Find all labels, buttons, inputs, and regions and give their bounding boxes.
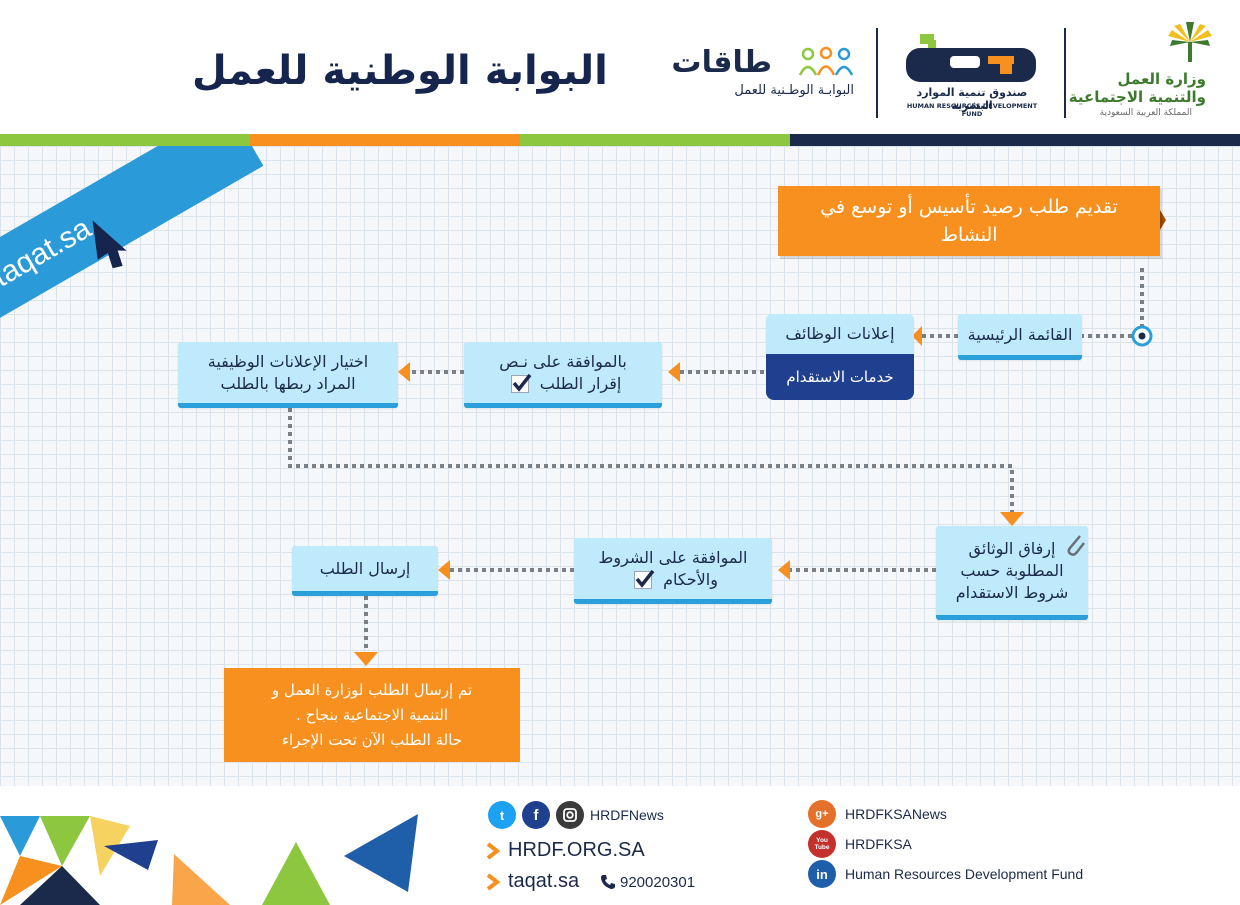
phone-number[interactable]: 920020301 bbox=[620, 874, 696, 891]
step-main-menu[interactable]: القائمة الرئيسية bbox=[958, 314, 1082, 360]
paperclip-icon bbox=[1067, 534, 1086, 556]
chevron-right-icon bbox=[486, 842, 500, 860]
flow-area: taqat.sa تقديم طلب رصيد تأسيس أو توسع في… bbox=[0, 146, 1240, 786]
checkbox-checked-icon bbox=[510, 373, 532, 393]
step-choose-line1: اختيار الإعلانات الوظيفية bbox=[207, 351, 369, 371]
start-node-icon bbox=[1131, 325, 1153, 347]
page-title: البوابة الوطنية للعمل bbox=[192, 48, 608, 94]
step-main-menu-label: القائمة الرئيسية bbox=[967, 324, 1073, 344]
step-recruitment-services[interactable]: خدمات الاستقدام bbox=[766, 354, 914, 400]
step-result-line1: تم إرسال الطلب لوزارة العمل و bbox=[271, 680, 473, 699]
taqat-logo: طاقات البوابـة الوطـنية للعمل bbox=[671, 45, 854, 105]
step-attach-line1: إرفاق الوثائق bbox=[968, 538, 1056, 558]
hrdf-logo-arabic: صندوق تنمية الموارد البشرية bbox=[916, 86, 1028, 112]
google-plus-icon[interactable]: g+ bbox=[808, 800, 836, 828]
step-send-label: إرسال الطلب bbox=[319, 558, 411, 578]
hrdf-logo-english: HUMAN RESOURCES DEVELOPMENT FUND bbox=[906, 102, 1038, 118]
flow-connectors bbox=[288, 210, 1166, 666]
linkedin-handle[interactable]: Human Resources Development Fund bbox=[845, 866, 1084, 882]
hrdf-logo: صندوق تنمية الموارد البشرية HUMAN RESOUR… bbox=[904, 34, 1044, 118]
youtube-icon[interactable]: You Tube bbox=[808, 830, 836, 858]
ministry-logo: وزارة العمل والتنمية الاجتماعية المملكة … bbox=[1069, 20, 1226, 124]
step-agree-terms[interactable]: الموافقة على الشروط والأحكام bbox=[574, 538, 772, 604]
step-job-ads-label: إعلانات الوظائف bbox=[785, 324, 895, 343]
social-handle[interactable]: HRDFNews bbox=[590, 807, 664, 823]
step-result: تم إرسال الطلب لوزارة العمل و التنمية ال… bbox=[224, 668, 520, 762]
portal-link[interactable]: taqat.sa bbox=[508, 870, 580, 892]
step-agree-declaration[interactable]: بالموافقة على نـص إقرار الطلب bbox=[464, 342, 662, 408]
instagram-icon[interactable] bbox=[556, 801, 584, 829]
header-divider bbox=[1064, 28, 1066, 118]
step-attach-line2: المطلوبة حسب bbox=[960, 560, 1064, 580]
step-agree-line1: بالموافقة على نـص bbox=[499, 351, 627, 371]
color-stripe bbox=[0, 134, 1240, 146]
step-start: تقديم طلب رصيد تأسيس أو توسع في النشاط bbox=[778, 186, 1160, 256]
palm-tree-icon bbox=[1168, 22, 1212, 62]
step-agree-line2: إقرار الطلب bbox=[539, 373, 622, 393]
step-start-text: تقديم طلب رصيد تأسيس أو توسع في النشاط bbox=[820, 196, 1118, 246]
gplus-handle[interactable]: HRDFKSANews bbox=[845, 806, 947, 822]
ministry-name: وزارة العمل والتنمية الاجتماعية bbox=[1069, 70, 1206, 106]
people-icon bbox=[798, 47, 854, 76]
ministry-name-line1: وزارة العمل bbox=[1117, 70, 1207, 88]
taqat-logo-subtitle: البوابـة الوطـنية للعمل bbox=[734, 83, 854, 98]
ministry-country: المملكة العربية السعودية bbox=[1099, 108, 1192, 118]
step-job-ads[interactable]: إعلانات الوظائف bbox=[766, 314, 914, 354]
header: البوابة الوطنية للعمل طاقات البوابـة الو… bbox=[0, 0, 1240, 134]
step-attach-line3: شروط الاستقدام bbox=[955, 582, 1069, 602]
step-result-line3: حالة الطلب الآن تحت الإجراء bbox=[281, 730, 463, 749]
hrdf-mark-icon bbox=[906, 34, 1036, 82]
step-send-request[interactable]: إرسال الطلب bbox=[292, 546, 438, 596]
ministry-name-line2: والتنمية الاجتماعية bbox=[1068, 88, 1206, 106]
taqat-logo-word: طاقات bbox=[671, 45, 772, 80]
step-choose-line2: المراد ربطها بالطلب bbox=[220, 373, 356, 393]
chevron-right-icon bbox=[486, 873, 500, 891]
website-link[interactable]: HRDF.ORG.SA bbox=[508, 839, 645, 861]
cursor-arrow-icon bbox=[92, 220, 127, 269]
step-terms-line1: الموافقة على الشروط bbox=[598, 547, 748, 567]
twitter-icon[interactable]: t bbox=[488, 801, 516, 829]
step-attach-documents[interactable]: إرفاق الوثائق المطلوبة حسب شروط الاستقدا… bbox=[936, 526, 1088, 620]
footer: t f HRDFNews HRDF.ORG.SA taqat.sa 920020… bbox=[0, 786, 1240, 905]
checkbox-checked-icon bbox=[634, 569, 655, 589]
facebook-icon[interactable]: f bbox=[522, 801, 550, 829]
step-result-line2: التنمية الاجتماعية بنجاح . bbox=[295, 705, 449, 724]
linkedin-icon[interactable]: in bbox=[808, 860, 836, 888]
phone-icon bbox=[601, 875, 615, 889]
step-terms-line2: والأحكام bbox=[663, 569, 718, 589]
step-recruitment-services-label: خدمات الاستقدام bbox=[786, 368, 894, 386]
youtube-handle[interactable]: HRDFKSA bbox=[845, 836, 912, 852]
step-choose-ads[interactable]: اختيار الإعلانات الوظيفية المراد ربطها ب… bbox=[178, 342, 398, 408]
decorative-triangles bbox=[0, 814, 418, 905]
header-divider bbox=[876, 28, 878, 118]
